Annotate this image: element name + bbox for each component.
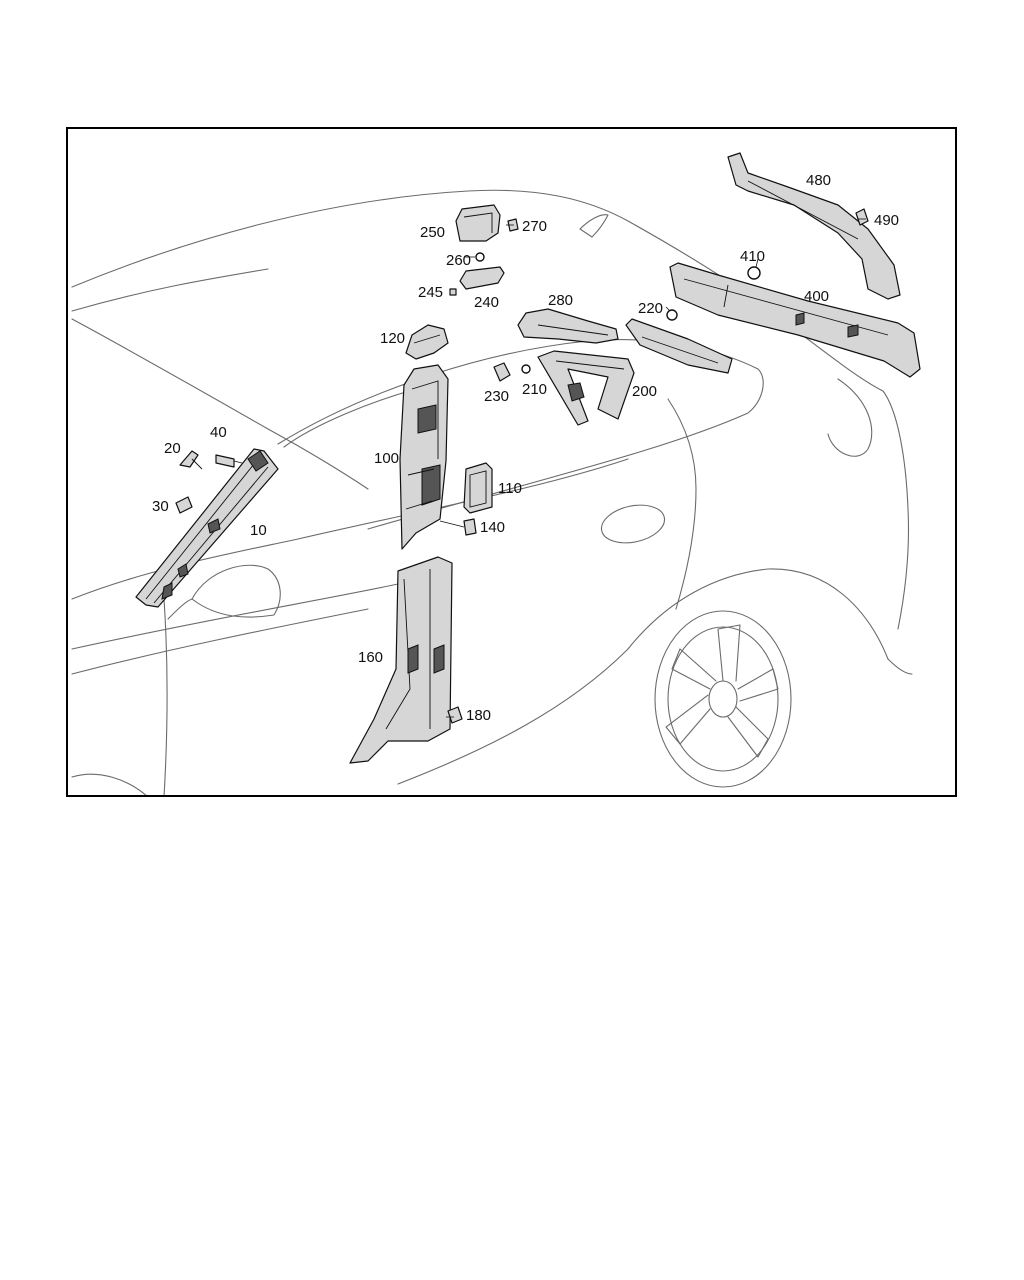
callout-label: 260: [446, 252, 471, 269]
part-410-nut: [747, 266, 761, 280]
callout-label: 110: [498, 480, 522, 497]
callout-label: 30: [152, 498, 169, 515]
part-c-pillar-bracket: [625, 318, 733, 374]
callout-label: 160: [358, 649, 383, 666]
part-240-grab-handle: [459, 266, 505, 290]
callout-label: 20: [164, 440, 181, 457]
rear-wheel: [654, 610, 792, 788]
part-40-screw: [215, 454, 243, 468]
callout-label: 280: [548, 292, 573, 309]
callout-label: 180: [466, 707, 491, 724]
part-280-trim: [517, 308, 619, 344]
callout-label: 220: [638, 300, 663, 317]
callout-labels: 10 20 30 40 100 110 120 140 160 180 200 …: [152, 172, 899, 724]
callout-label: 100: [374, 450, 399, 467]
part-c-pillar-trim: [537, 350, 635, 426]
callout-label: 400: [804, 288, 829, 305]
callout-label: 210: [522, 381, 547, 398]
part-245-screw: [449, 288, 457, 296]
callout-label: 250: [420, 224, 445, 241]
leader-lines: [439, 218, 866, 718]
car-body-outline: [71, 189, 913, 795]
part-480-trim: [727, 152, 901, 300]
part-400-parcel-trim: [669, 262, 921, 378]
part-140-clip: [463, 518, 477, 536]
callout-label: 230: [484, 388, 509, 405]
part-b-pillar-upper-cap: [405, 324, 449, 360]
callout-label: 140: [480, 519, 505, 536]
part-180-clip: [447, 706, 463, 724]
callout-label: 245: [418, 284, 443, 301]
callout-label: 480: [806, 172, 831, 189]
part-b-pillar-trim-upper: [399, 364, 449, 550]
part-260-nut: [475, 252, 485, 262]
part-20-clip: [179, 450, 203, 470]
callout-label: 10: [250, 522, 267, 539]
callout-label: 270: [522, 218, 547, 235]
callout-label: 40: [210, 424, 227, 441]
callout-label: 490: [874, 212, 899, 229]
callout-label: 410: [740, 248, 765, 265]
part-490-clip: [855, 208, 869, 226]
part-230-clip: [493, 362, 511, 382]
part-110-belt-guide: [463, 462, 493, 514]
parts-diagram: 10 20 30 40 100 110 120 140 160 180 200 …: [71, 152, 921, 795]
part-b-pillar-trim-lower: [349, 556, 453, 764]
part-210-screw: [521, 364, 531, 374]
part-220-clip: [666, 309, 678, 321]
callout-label: 120: [380, 330, 405, 347]
callout-label: 240: [474, 294, 499, 311]
part-30-cap: [175, 496, 193, 514]
callout-label: 200: [632, 383, 657, 400]
part-a-pillar-trim: [135, 448, 279, 608]
part-250-bracket: [455, 204, 501, 242]
diagram-frame: 10 20 30 40 100 110 120 140 160 180 200 …: [66, 127, 957, 797]
